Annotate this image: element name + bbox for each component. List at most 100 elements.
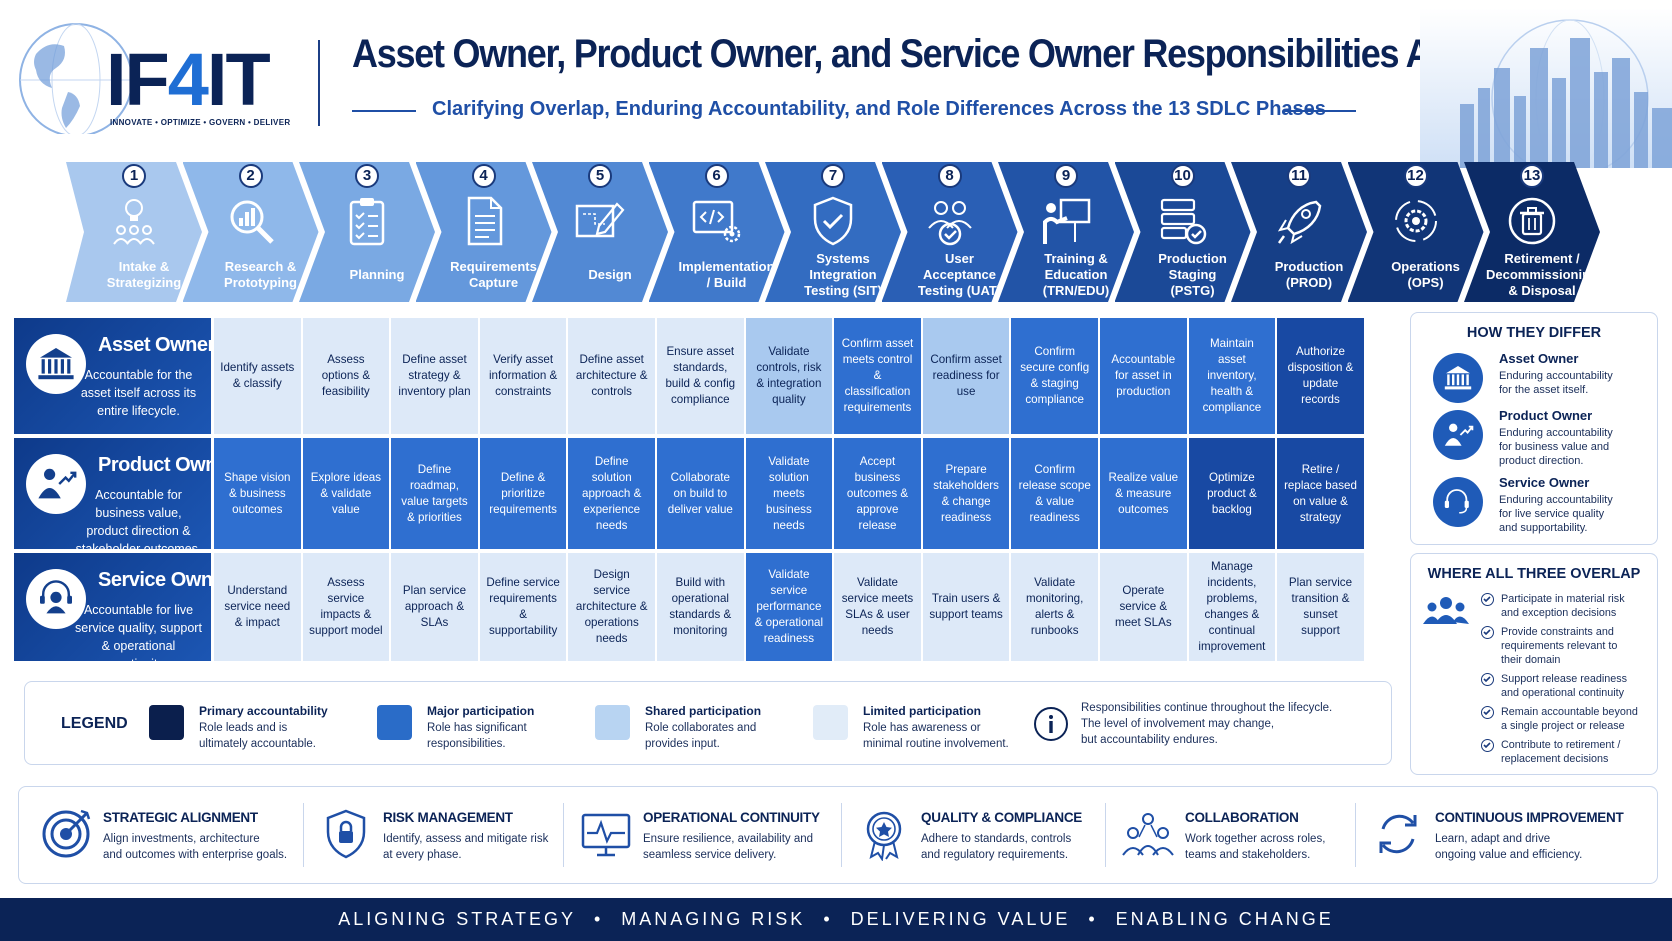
legend-swatch	[149, 705, 184, 740]
footer-separator: •	[593, 909, 604, 929]
magnifier-chart-icon	[224, 194, 278, 248]
footer-item: ALIGNING STRATEGY	[338, 909, 576, 929]
phase-number: 4	[472, 164, 496, 188]
footer-banner: ALIGNING STRATEGY • MANAGING RISK • DELI…	[0, 898, 1672, 941]
check-circle-icon	[1481, 706, 1494, 719]
matrix-cell: Validate service performance & operation…	[745, 553, 833, 661]
matrix-cell: Validate solution meets business needs	[745, 438, 833, 549]
phase-label: Production Staging (PSTG)	[1158, 251, 1227, 298]
matrix-cell: Define asset strategy & inventory plan	[391, 318, 478, 434]
matrix-cell: Operate service & meet SLAs	[1100, 553, 1187, 661]
theme-title: OPERATIONAL CONTINUITY	[643, 810, 820, 825]
matrix-cell: Verify asset information & constraints	[479, 318, 567, 434]
matrix-cell: Validate service meets SLAs & user needs	[834, 553, 921, 661]
matrix-cell: Understand service need & impact	[214, 553, 301, 661]
matrix-cell: Train users & support teams	[922, 553, 1010, 661]
theme-divider	[303, 803, 304, 867]
phase-number: 11	[1287, 164, 1311, 188]
matrix-cell: Retire / replace based on value & strate…	[1277, 438, 1364, 549]
theme-divider	[841, 803, 842, 867]
role-title: Service Owner	[98, 569, 231, 591]
differ-item-title: Service Owner	[1499, 475, 1590, 490]
award-badge-icon	[857, 807, 911, 861]
phase-label: Operations (OPS)	[1391, 259, 1460, 290]
phase-label: User Acceptance Testing (UAT)	[917, 251, 1002, 298]
monitor-pulse-icon	[579, 807, 633, 861]
matrix-cell: Maintain asset inventory, health & compl…	[1188, 318, 1276, 434]
phase-label: Requirements Capture	[450, 259, 537, 290]
footer-separator: •	[1088, 909, 1098, 929]
legend-item-title: Shared participation	[645, 704, 762, 718]
legend-swatch	[377, 705, 412, 740]
matrix-cell: Assess options & feasibility	[302, 318, 390, 434]
building-columns-icon	[1433, 353, 1483, 403]
differ-item-title: Asset Owner	[1499, 351, 1579, 366]
header-divider	[318, 40, 320, 126]
how-they-differ-title: HOW THEY DIFFER	[1466, 325, 1602, 341]
lightbulb-team-icon	[107, 194, 161, 248]
theme-description: Work together across roles,teams and sta…	[1185, 833, 1326, 861]
page-title: Asset Owner, Product Owner, and Service …	[352, 32, 1672, 76]
overlap-panel: WHERE ALL THREE OVERLAP Participate in m…	[1410, 553, 1658, 775]
phase-label: Systems Integration Testing (SIT)	[804, 251, 882, 298]
phase-number: 10	[1171, 164, 1195, 188]
phase-label: Design	[588, 267, 632, 282]
matrix-cell: Design service architecture & operations…	[568, 553, 655, 661]
phase-number: 6	[705, 164, 729, 188]
matrix-cell: Plan service approach & SLAs	[391, 553, 478, 661]
overlap-item: Contribute to retirement /replacement de…	[1501, 739, 1621, 765]
footer-item: DELIVERING VALUE	[850, 909, 1071, 929]
phase-number: 8	[938, 164, 962, 188]
shield-check-icon	[806, 194, 860, 248]
check-circle-icon	[1481, 673, 1494, 686]
person-growth-icon	[1433, 410, 1483, 460]
matrix-cell: Confirm release scope & value readiness	[1011, 438, 1098, 549]
globe-graphic	[19, 23, 133, 134]
matrix-cell: Define asset architecture & controls	[568, 318, 655, 434]
matrix-cell: Manage incidents, problems, changes & co…	[1188, 553, 1276, 661]
cycle-arrows-icon	[1371, 807, 1425, 861]
theme-title: CONTINUOUS IMPROVEMENT	[1435, 810, 1624, 825]
role-description: Accountable for the asset itself across …	[80, 368, 197, 418]
blueprint-pencil-icon	[573, 194, 627, 248]
matrix-cell: Confirm secure config & staging complian…	[1011, 318, 1098, 434]
target-icon	[39, 807, 93, 861]
phase-number: 5	[588, 164, 612, 188]
matrix-cell: Ensure asset standards, build & config c…	[657, 318, 744, 434]
phase-number: 12	[1404, 164, 1428, 188]
phase-label: Research & Prototyping	[224, 259, 297, 290]
theme-divider	[1105, 803, 1106, 867]
theme-title: RISK MANAGEMENT	[383, 810, 513, 825]
team-icon	[1423, 597, 1469, 624]
matrix-cell: Optimize product & backlog	[1188, 438, 1276, 549]
matrix-cell: Validate controls, risk & integration qu…	[745, 318, 833, 434]
check-circle-icon	[1481, 626, 1494, 639]
phase-number: 2	[239, 164, 263, 188]
check-circle-icon	[1481, 593, 1494, 606]
matrix-cell: Define solution approach & experience ne…	[568, 438, 655, 549]
matrix-cell: Define & prioritize requirements	[479, 438, 567, 549]
matrix-cell: Identify assets & classify	[214, 318, 301, 434]
matrix-cell: Confirm asset meets control & classifica…	[834, 318, 921, 434]
phase-label: Production (PROD)	[1274, 259, 1344, 290]
